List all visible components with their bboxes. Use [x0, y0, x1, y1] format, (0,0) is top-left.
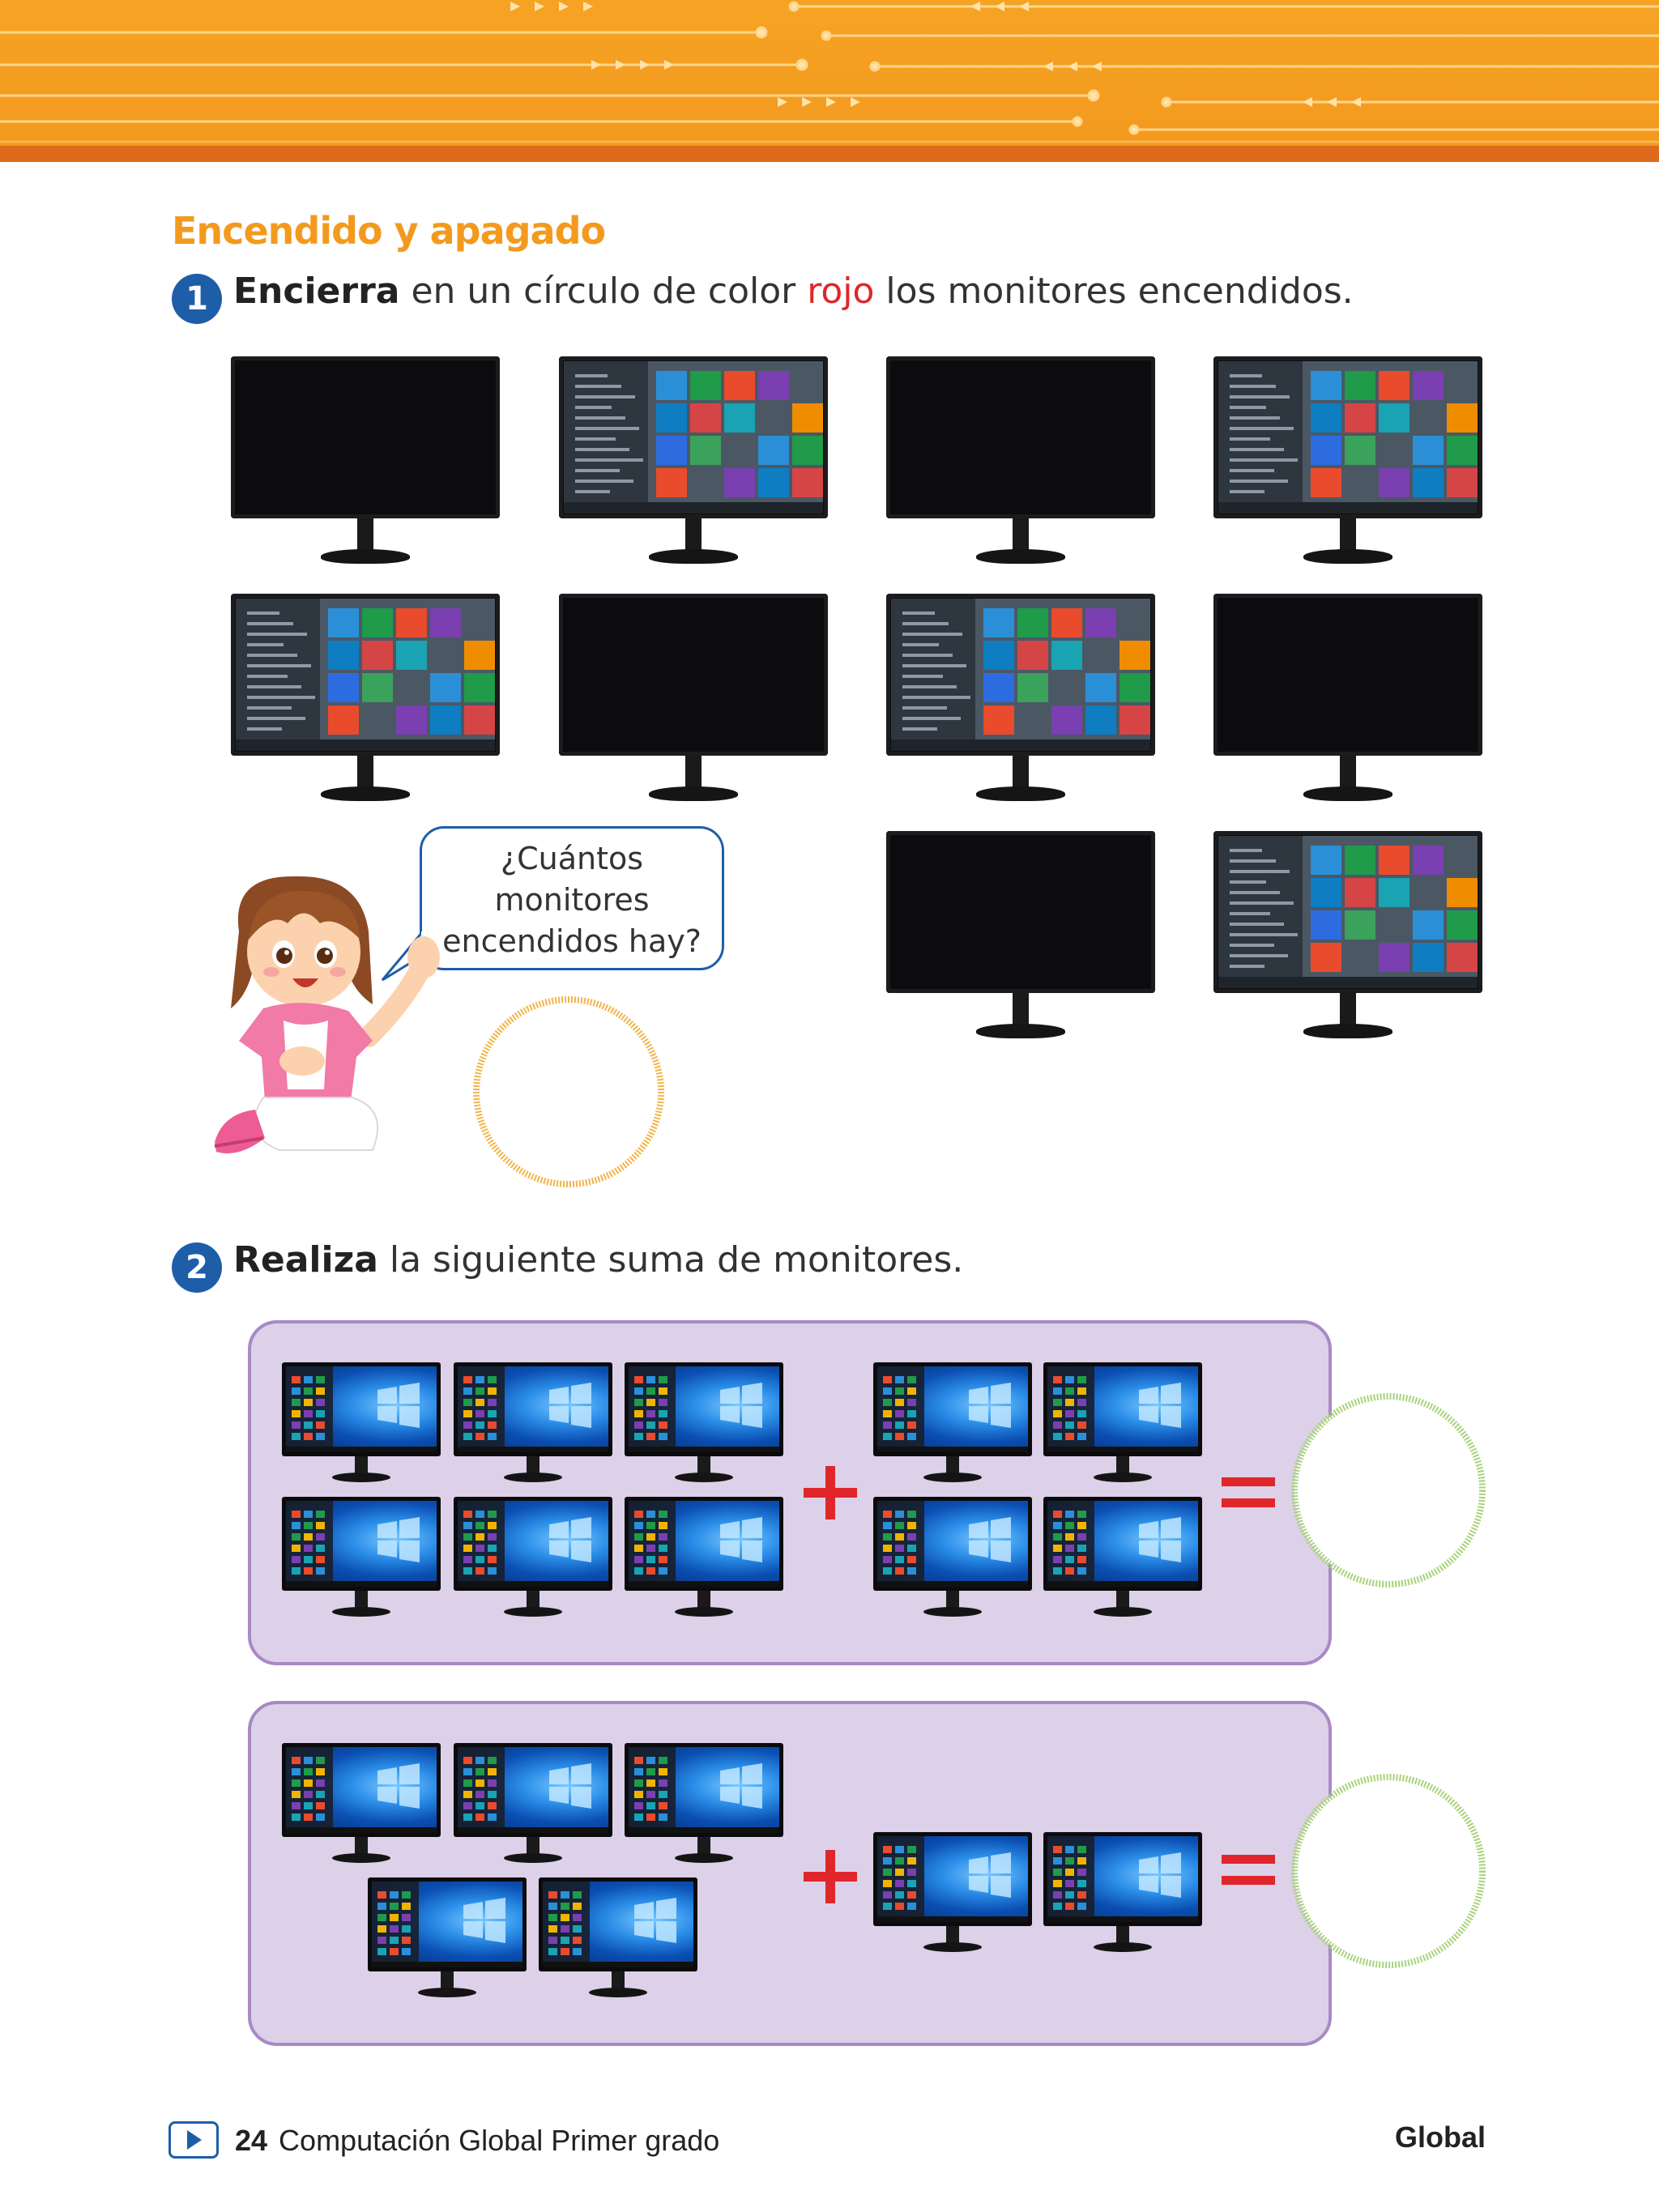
bubble-line: encendidos hay?	[442, 923, 702, 959]
windows-monitor-icon	[454, 1497, 612, 1618]
windows-monitor-icon	[1043, 1362, 1202, 1484]
bubble-line: monitores	[494, 882, 650, 918]
girl-illustration	[214, 876, 440, 1153]
monitor-off[interactable]	[1213, 594, 1482, 806]
windows-monitor-icon	[625, 1497, 783, 1618]
windows-monitor-icon	[539, 1877, 697, 1999]
monitor-base	[976, 1024, 1065, 1038]
windows-monitor-icon	[1043, 1832, 1202, 1954]
speech-bubble: ¿Cuántos monitores encendidos hay?	[420, 826, 724, 970]
header-banner	[0, 0, 1659, 162]
plus-sign	[802, 1848, 859, 1909]
header-edge	[0, 146, 1659, 162]
monitor-base	[1303, 786, 1392, 801]
windows-monitor-icon	[282, 1362, 441, 1484]
instruction-text: en un círculo de color	[399, 271, 808, 312]
windows-monitor-icon	[873, 1832, 1032, 1954]
page-number: 24	[235, 2124, 268, 2157]
instruction-text: los monitores encendidos.	[874, 271, 1354, 312]
monitor-on[interactable]	[886, 594, 1155, 806]
monitor-screen	[231, 356, 500, 518]
monitor-base	[976, 549, 1065, 564]
monitor-screen	[886, 594, 1155, 756]
activity-number-badge: 1	[172, 274, 222, 324]
monitor-off[interactable]	[886, 356, 1155, 569]
monitor-stand	[357, 518, 373, 551]
bubble-question: ¿Cuántos monitores encendidos hay?	[422, 838, 722, 962]
monitor-stand	[1340, 756, 1356, 788]
monitor-screen	[1213, 356, 1482, 518]
windows-monitor-icon	[873, 1497, 1032, 1618]
windows-monitor-icon	[1043, 1497, 1202, 1618]
monitor-screen	[1213, 594, 1482, 756]
monitor-off[interactable]	[559, 594, 828, 806]
bubble-line: ¿Cuántos	[500, 841, 644, 876]
monitor-on[interactable]	[559, 356, 828, 569]
activity-number-badge: 2	[172, 1242, 222, 1293]
activity-1-instruction: 1 Encierra en un círculo de color rojo lo…	[172, 271, 1354, 324]
instruction-verb: Encierra	[233, 271, 400, 312]
windows-monitor-icon	[873, 1362, 1032, 1484]
monitor-stand	[685, 756, 702, 788]
instruction-text: la siguiente suma de monitores.	[377, 1239, 964, 1281]
monitor-base	[1303, 549, 1392, 564]
monitor-stand	[1013, 756, 1029, 788]
monitor-screen	[1213, 831, 1482, 993]
equals-sign	[1222, 1476, 1275, 1514]
monitor-screen	[886, 356, 1155, 518]
monitor-stand	[1340, 993, 1356, 1025]
monitor-screen	[559, 356, 828, 518]
windows-monitor-icon	[454, 1743, 612, 1865]
monitor-on[interactable]	[1213, 356, 1482, 569]
windows-monitor-icon	[625, 1362, 783, 1484]
windows-monitor-icon	[282, 1743, 441, 1865]
plus-sign	[802, 1464, 859, 1525]
answer-circle[interactable]	[1290, 1772, 1487, 1970]
answer-circle[interactable]	[471, 995, 666, 1189]
monitor-off[interactable]	[231, 356, 500, 569]
windows-monitor-icon	[282, 1497, 441, 1618]
windows-monitor-icon	[368, 1877, 527, 1999]
book-title: Computación Global Primer grado	[279, 2124, 720, 2157]
monitor-on[interactable]	[231, 594, 500, 806]
play-icon[interactable]	[168, 2121, 219, 2159]
instruction-verb: Realiza	[233, 1239, 378, 1281]
color-word-red: rojo	[807, 271, 875, 312]
circuit-lines-decoration	[0, 1, 1659, 143]
monitor-on[interactable]	[1213, 831, 1482, 1043]
monitor-off[interactable]	[886, 831, 1155, 1043]
monitor-base	[649, 549, 738, 564]
windows-monitor-icon	[625, 1743, 783, 1865]
footer-text: 24 Computación Global Primer grado	[235, 2124, 719, 2158]
monitor-base	[976, 786, 1065, 801]
monitor-base	[649, 786, 738, 801]
monitor-screen	[886, 831, 1155, 993]
monitor-screen	[231, 594, 500, 756]
monitor-stand	[1013, 518, 1029, 551]
monitor-screen	[559, 594, 828, 756]
activity-2-instruction: 2 Realiza la siguiente suma de monitores.	[172, 1239, 963, 1293]
monitor-stand	[1340, 518, 1356, 551]
windows-monitor-icon	[454, 1362, 612, 1484]
equals-sign	[1222, 1853, 1275, 1891]
section-title: Encendido y apagado	[172, 209, 606, 253]
monitor-stand	[1013, 993, 1029, 1025]
answer-circle[interactable]	[1290, 1392, 1487, 1589]
monitor-base	[321, 549, 410, 564]
monitor-stand	[685, 518, 702, 551]
publisher-logo: Global	[1394, 2120, 1486, 2154]
monitor-stand	[357, 756, 373, 788]
monitor-base	[1303, 1024, 1392, 1038]
monitor-base	[321, 786, 410, 801]
